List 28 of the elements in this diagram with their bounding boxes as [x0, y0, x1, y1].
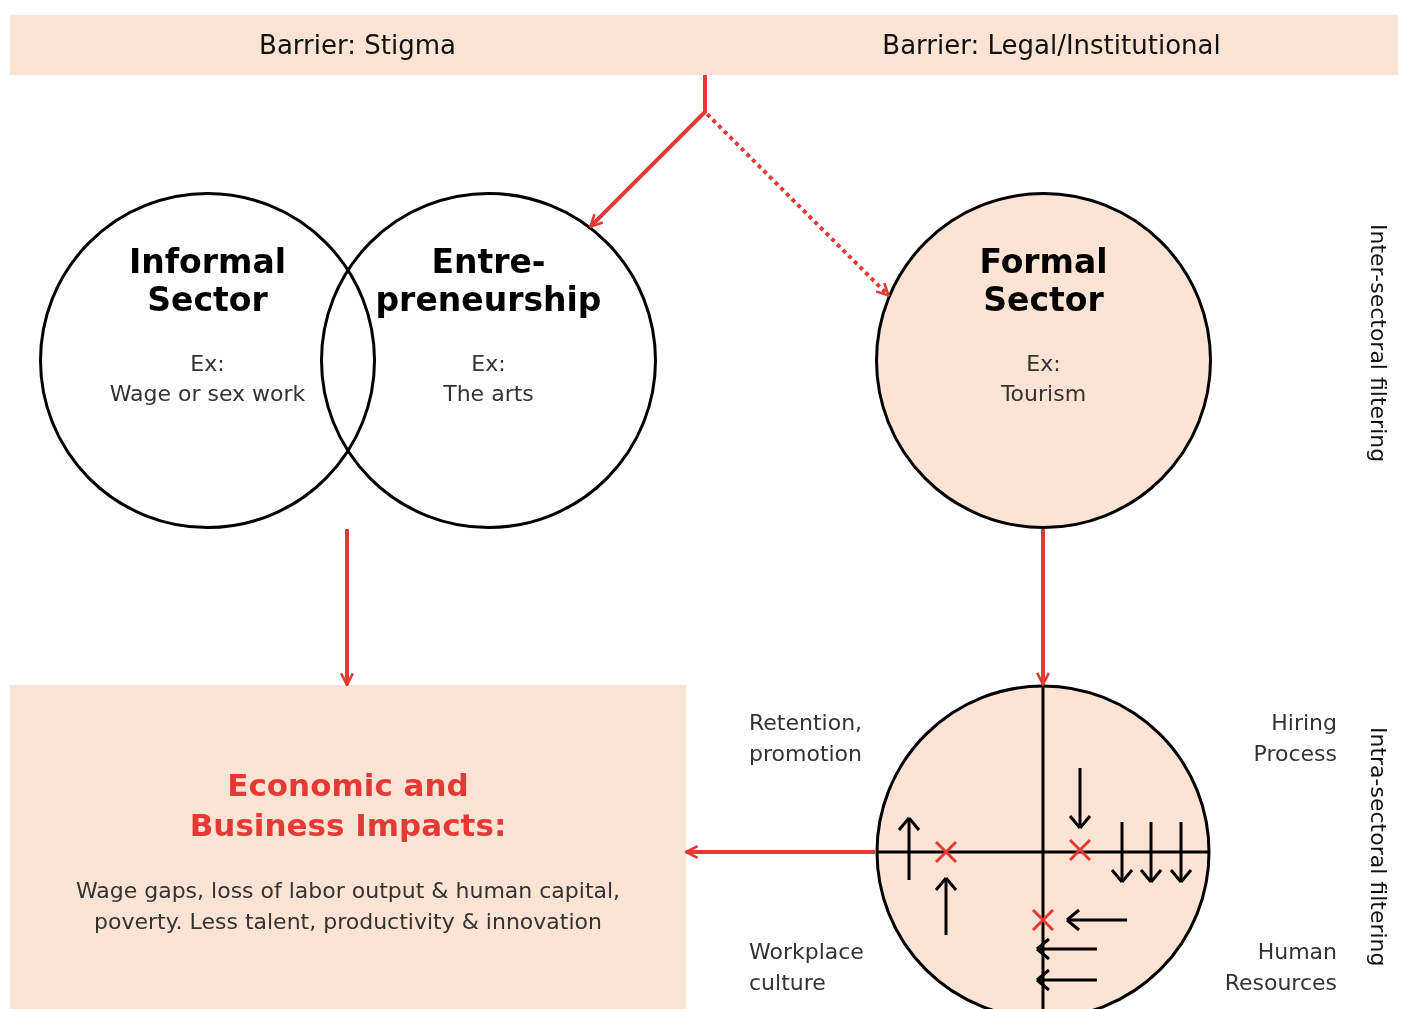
- body-text: Ex:: [190, 350, 225, 378]
- quadrant-label: Human Resources: [1223, 938, 1337, 997]
- sector-circle: [39, 192, 376, 529]
- body-text: Ex:: [1026, 350, 1061, 378]
- arrow: [1035, 529, 1051, 686]
- side-label: Intra-sectoral filtering: [1366, 727, 1391, 967]
- heading-text: Formal Sector: [978, 243, 1109, 319]
- side-label: Inter-sectoral filtering: [1366, 224, 1391, 463]
- barrier-band: [705, 15, 1398, 75]
- barrier-band: [10, 15, 705, 75]
- heading-text: Informal Sector: [127, 243, 287, 319]
- arrow: [339, 529, 355, 687]
- quadrant-label: Hiring Process: [1252, 709, 1337, 768]
- body-text: The arts: [443, 380, 534, 408]
- body-text: Wage gaps, loss of labor output & human capital, poverty. Less talent, productivity & innovation: [74, 877, 622, 936]
- quadrant-label: Workplace culture: [749, 938, 865, 997]
- heading-text: Barrier: Legal/Institutional: [882, 30, 1221, 60]
- heading-text: Entre- preneurship: [374, 243, 603, 319]
- sector-circle: [320, 192, 657, 529]
- heading-text: Economic and Business Impacts:: [188, 766, 508, 845]
- body-text: Wage or sex work: [109, 380, 306, 408]
- body-text: Tourism: [1000, 380, 1087, 408]
- arrow: [703, 75, 890, 297]
- arrow: [684, 844, 875, 860]
- heading-text: Barrier: Stigma: [259, 30, 456, 60]
- quadrant-label: Retention, promotion: [749, 709, 864, 768]
- impact-panel: [10, 685, 686, 1009]
- body-text: Ex:: [471, 350, 506, 378]
